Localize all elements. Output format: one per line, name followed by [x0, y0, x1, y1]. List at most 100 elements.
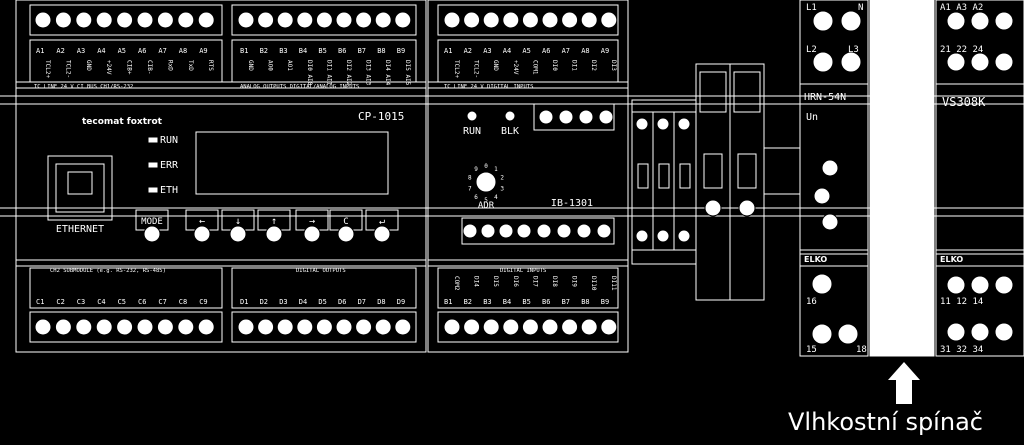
terminal-screw [276, 11, 294, 29]
signal-label: GND [85, 60, 92, 71]
terminal-screw [296, 318, 314, 336]
terminal-screw [335, 318, 353, 336]
blk-label: BLK [501, 126, 519, 137]
key-arrow-icon: → [309, 216, 315, 227]
address-dial [475, 171, 497, 193]
terminal-screw [177, 11, 195, 29]
terminal-label: L2 [806, 45, 817, 55]
signal-label: DI8 [551, 276, 558, 287]
terminal-screw [840, 10, 862, 32]
terminal-label: A1 A3 A2 [940, 3, 983, 13]
terminal-screw [34, 318, 52, 336]
terminal-label: D9 [397, 298, 405, 306]
model-label: VS308K [942, 95, 986, 109]
key-arrow-icon: ↵ [379, 216, 385, 227]
terminal-screw [394, 318, 412, 336]
dial-digit: 4 [494, 194, 498, 201]
terminal-screw [600, 11, 618, 29]
terminal-screw [374, 11, 392, 29]
terminal-label: D3 [279, 298, 287, 306]
dial-digit: 2 [500, 175, 504, 182]
terminal-screw [463, 11, 481, 29]
signal-label: CIB- [146, 60, 153, 74]
terminal-label: B6 [542, 298, 550, 306]
signal-label: DI3 [610, 60, 617, 71]
terminal-screw [541, 11, 559, 29]
signal-label: COM1 [531, 60, 538, 75]
group-label: DIGITAL INPUTS [500, 268, 546, 274]
group-label: TC LINE 24 V DIGITAL INPUTS [444, 84, 533, 90]
terminal-screw [598, 109, 614, 125]
potentiometer [821, 159, 839, 177]
terminal-screw [580, 11, 598, 29]
terminal-screw [812, 51, 834, 73]
potentiometer [813, 187, 831, 205]
ethernet-label: ETHERNET [56, 224, 104, 235]
signal-label: DI10 [590, 276, 597, 291]
terminal-screw [521, 11, 539, 29]
terminal-screw [156, 318, 174, 336]
terminal-screw [443, 318, 461, 336]
terminal-screw [600, 318, 618, 336]
terminal-screw [502, 11, 520, 29]
led-indicator [147, 136, 159, 144]
dial-digit: 9 [474, 166, 478, 173]
terminal-screw [521, 318, 539, 336]
terminal-screw [237, 318, 255, 336]
terminal-label: C4 [97, 298, 105, 306]
signal-label: DI0 AI0 [306, 60, 313, 86]
terminal-label: D1 [240, 298, 248, 306]
terminal-label: B8 [581, 298, 589, 306]
terminal-screw [394, 11, 412, 29]
signal-label: DI6 [512, 276, 519, 287]
model-label: IB-1301 [551, 198, 593, 209]
terminal-label: B7 [562, 298, 570, 306]
key-arrow-icon: ↑ [271, 216, 277, 227]
signal-label: RTS [207, 60, 214, 71]
relay-led [844, 111, 854, 121]
signal-label: TCL2- [64, 60, 71, 78]
terminal-label: B5 [522, 298, 530, 306]
signal-label: TCL2+ [453, 60, 460, 78]
terminal-label: A3 [77, 47, 85, 55]
terminal-screw [812, 10, 834, 32]
signal-label: RxD [166, 60, 173, 71]
signal-label: TxD [187, 60, 194, 71]
cp1015-display [195, 131, 389, 195]
terminal-screw [994, 275, 1014, 295]
terminal-screw [482, 11, 500, 29]
ethernet-port [47, 155, 113, 221]
terminal-screw [538, 109, 554, 125]
terminal-screw [994, 52, 1014, 72]
model-label: HRN-54N [804, 92, 846, 103]
terminal-screw [482, 318, 500, 336]
terminal-screw [34, 11, 52, 29]
terminal-label: A3 [483, 47, 491, 55]
cp1015-top-terminal-a [29, 4, 223, 36]
keypad-button [303, 225, 321, 243]
terminal-screw [561, 318, 579, 336]
terminal-screw [580, 318, 598, 336]
signal-label: AO0 [267, 60, 274, 71]
signal-label: DI4 [473, 276, 480, 287]
terminal-label: 15 [806, 345, 817, 355]
terminal-label: A4 [503, 47, 511, 55]
terminal-label: C8 [179, 298, 187, 306]
signal-label: DI4 AI4 [384, 60, 391, 86]
signal-label: DI3 AI3 [365, 60, 372, 86]
terminal-screw [197, 318, 215, 336]
terminal-screw [374, 318, 392, 336]
group-label: ANALOG OUTPUTS DIGITAL/ANALOG INPUTS [240, 84, 359, 90]
terminal-screw [480, 223, 496, 239]
cp1015-bottom-terminal-b [231, 311, 417, 343]
terminal-label: B2 [464, 298, 472, 306]
terminal-screw [970, 322, 990, 342]
terminal-screw [75, 318, 93, 336]
terminal-screw [116, 318, 134, 336]
terminal-screw [536, 223, 552, 239]
terminal-label: B9 [397, 47, 405, 55]
terminal-screw [970, 275, 990, 295]
terminal-screw [556, 223, 572, 239]
terminal-label: L1 [806, 3, 817, 13]
